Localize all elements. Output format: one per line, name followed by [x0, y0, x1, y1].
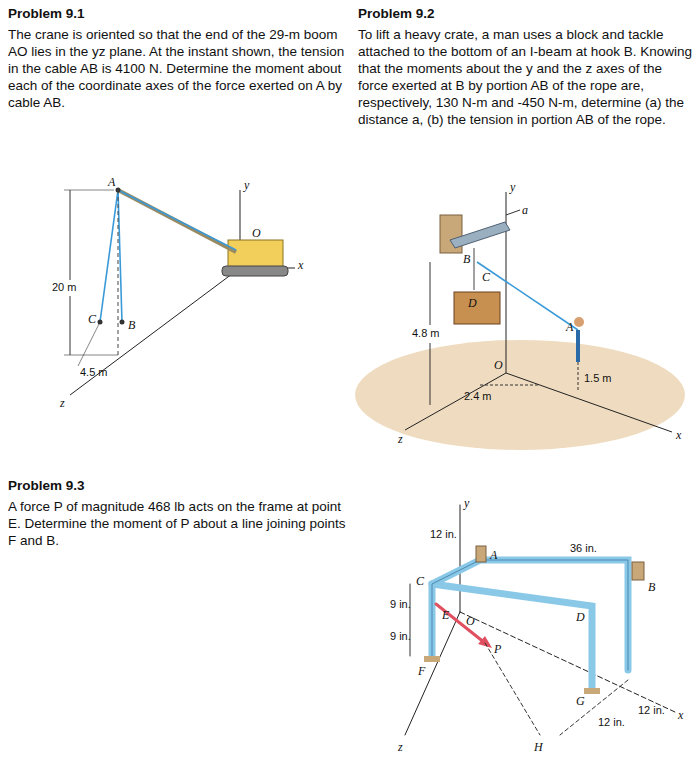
dimension-label: 12 in.	[638, 704, 665, 716]
frame-edge	[432, 560, 628, 670]
ground	[355, 340, 685, 450]
i-beam	[450, 222, 510, 248]
dashed-line	[560, 680, 628, 735]
dashed-line	[118, 190, 119, 355]
dashed-line	[485, 643, 540, 735]
point-label: z	[398, 432, 403, 447]
point-label: G	[576, 694, 585, 709]
dimension-label: 9 in.	[390, 630, 411, 642]
problem-text: A force P of magnitude 468 lb acts on th…	[8, 498, 348, 549]
point-label: O	[252, 226, 261, 241]
dimension-line	[430, 343, 431, 405]
problem-text: To lift a heavy crate, a man uses a bloc…	[358, 26, 692, 128]
problem-text: The crane is oriented so that the end of…	[8, 26, 348, 111]
dimension-line	[410, 584, 411, 656]
point-label: B	[463, 252, 470, 267]
point-label: y	[510, 180, 515, 195]
point-label: A	[566, 320, 573, 335]
point-label: D	[468, 296, 477, 311]
dimension-label: 4.5 m	[80, 366, 108, 378]
frame-pipe	[432, 560, 628, 670]
dimension-label: 36 in.	[570, 542, 597, 554]
x-axis	[506, 373, 672, 432]
point-b	[120, 320, 125, 325]
arrowhead	[478, 636, 492, 648]
z-axis	[70, 268, 240, 395]
x-axis	[460, 612, 675, 712]
wall-mount	[476, 546, 486, 562]
wall-mount	[632, 562, 644, 580]
problem-heading: Problem 9.1	[8, 6, 85, 21]
point-label: C	[482, 270, 490, 285]
point-label: a	[522, 203, 528, 218]
dimension-label: 4.8 m	[412, 327, 440, 339]
y-axis	[460, 505, 461, 612]
point-label: z	[60, 396, 65, 411]
dimension-line	[506, 210, 520, 215]
dimension-label: 12 in.	[598, 716, 625, 728]
point-label: D	[576, 610, 585, 625]
man-head	[574, 317, 584, 327]
dimension-line	[430, 262, 431, 325]
point-label: B	[648, 580, 655, 595]
point-label: A	[108, 175, 115, 190]
point-label: z	[398, 740, 403, 755]
crane-tracks	[222, 266, 288, 276]
crane-body	[228, 240, 283, 268]
cable-ab	[118, 190, 122, 322]
point-label: x	[676, 428, 681, 443]
point-label: C	[416, 574, 424, 589]
boom	[118, 190, 236, 252]
crane-figure	[64, 188, 295, 396]
dimension-label: 1.5 m	[584, 372, 612, 384]
point-label: B	[128, 318, 135, 333]
point-label: x	[298, 258, 303, 273]
dimension-label: 9 in.	[390, 598, 411, 610]
force-p	[436, 604, 485, 643]
dimension-label: 12 in.	[430, 528, 457, 540]
point-label: O	[466, 614, 475, 629]
dimension-label: 20 m	[52, 281, 76, 293]
man	[576, 330, 580, 362]
dimension-line	[78, 322, 100, 366]
point-label: P	[494, 642, 501, 657]
extension-line	[64, 190, 114, 191]
dimension-line	[480, 385, 540, 386]
crate	[454, 292, 500, 324]
tackle	[474, 248, 475, 290]
frame-pipe	[432, 584, 592, 688]
dimension-line	[70, 296, 71, 355]
cable	[118, 190, 236, 250]
point-label: H	[534, 740, 543, 755]
point-label: F	[418, 664, 425, 679]
rope-ab	[477, 262, 578, 330]
crate-figure	[355, 192, 685, 450]
problem-heading: Problem 9.2	[358, 6, 435, 21]
base-plate	[424, 656, 440, 662]
base-plate	[584, 688, 600, 694]
point-label: O	[494, 358, 503, 373]
dimension-line	[70, 190, 71, 280]
dimension-line	[578, 362, 579, 390]
extension-line	[64, 355, 118, 356]
z-axis	[405, 373, 506, 430]
problem-heading: Problem 9.3	[8, 478, 85, 493]
point-label: E	[442, 608, 449, 623]
dimension-label: 2.4 m	[464, 390, 492, 402]
point-label: x	[678, 708, 683, 723]
point-label: C	[88, 312, 96, 327]
cable-ac	[100, 190, 118, 322]
point-label: y	[464, 496, 469, 511]
point-label: y	[244, 178, 249, 193]
point-label: A	[490, 548, 497, 563]
frame-figure	[405, 505, 675, 735]
